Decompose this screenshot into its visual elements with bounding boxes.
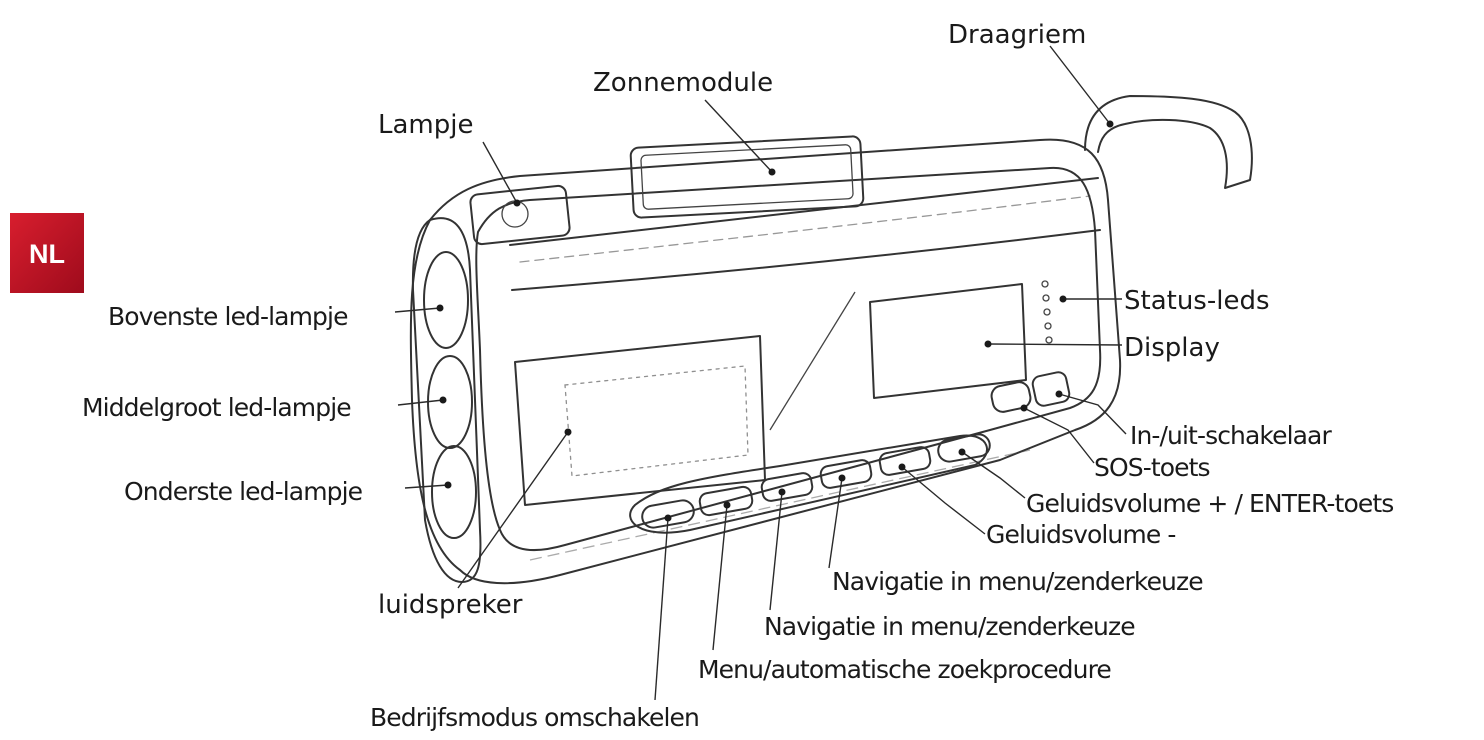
solar-module-inner	[640, 144, 854, 210]
label-luidspreker: luidspreker	[378, 590, 523, 620]
mode-button	[641, 499, 695, 529]
speaker-panel	[514, 335, 766, 506]
callout-labels: Draagriem Zonnemodule Lampje Bovenste le…	[82, 20, 1394, 732]
sos-button	[990, 381, 1032, 413]
vent-band-top	[509, 177, 1099, 246]
display-screen	[869, 283, 1027, 399]
label-draagriem: Draagriem	[948, 20, 1086, 50]
leader-zonnemodule	[704, 99, 773, 173]
label-aan-uit: In-/uit-schakelaar	[1130, 421, 1332, 450]
radio-device-illustration	[409, 95, 1253, 585]
label-volume-min: Geluidsvolume -	[986, 520, 1175, 549]
label-bovenste-led: Bovenste led-lampje	[108, 302, 348, 331]
carrying-strap	[1084, 95, 1253, 189]
top-lamp	[469, 184, 571, 246]
device-end-panel	[411, 217, 482, 583]
leader-bedrijfsmodus	[654, 517, 669, 701]
leader-draagriem	[1049, 45, 1111, 125]
leader-nav-1	[828, 477, 843, 569]
volume-up-button	[937, 433, 991, 463]
device-front-frame	[475, 166, 1102, 551]
label-menu: Menu/automatische zoekprocedure	[698, 655, 1111, 684]
lower-led	[431, 445, 477, 539]
top-vent-row	[519, 195, 1091, 263]
leader-onderste-led	[404, 484, 449, 489]
language-badge: NL	[10, 213, 84, 293]
label-onderste-led: Onderste led-lampje	[124, 477, 363, 506]
label-nav-2: Navigatie in menu/zenderkeuze	[764, 612, 1135, 641]
leader-lampje	[482, 141, 518, 204]
label-bedrijfsmodus: Bedrijfsmodus omschakelen	[370, 703, 699, 732]
leader-luidspreker	[457, 431, 569, 589]
language-badge-label: NL	[29, 239, 65, 269]
leader-bovenste-led	[394, 307, 441, 313]
label-nav-1: Navigatie in menu/zenderkeuze	[832, 567, 1203, 596]
leader-aan-uit	[1058, 393, 1127, 435]
leader-middelgroot-led	[397, 399, 444, 406]
upper-led	[423, 251, 469, 349]
label-volume-plus: Geluidsvolume + / ENTER-toets	[1026, 489, 1393, 518]
nav-down-button	[760, 472, 814, 502]
status-led-column	[1041, 280, 1053, 344]
leader-menu	[712, 504, 728, 651]
language-badge-box	[10, 213, 84, 293]
label-status-leds: Status-leds	[1124, 286, 1270, 316]
label-lampje: Lampje	[378, 110, 473, 140]
label-zonnemodule: Zonnemodule	[593, 68, 773, 98]
button-strip	[629, 434, 988, 534]
leader-volume-min	[901, 466, 986, 535]
face-crease	[769, 291, 856, 431]
solar-module	[629, 135, 865, 219]
device-body	[409, 138, 1122, 585]
power-button	[1031, 371, 1071, 407]
vent-band-bottom	[511, 229, 1101, 291]
middle-led	[427, 355, 473, 449]
label-display: Display	[1124, 333, 1220, 363]
leader-lines	[394, 45, 1127, 701]
label-sos: SOS-toets	[1094, 453, 1210, 482]
label-middelgroot-led: Middelgroot led-lampje	[82, 393, 351, 422]
menu-button	[698, 485, 754, 517]
leader-nav-2	[769, 491, 783, 611]
volume-down-button	[878, 446, 932, 476]
leader-sos	[1023, 407, 1095, 464]
leader-display	[987, 343, 1123, 346]
leader-volume-plus	[961, 451, 1026, 499]
nav-up-button	[819, 459, 873, 489]
speaker-grille	[564, 365, 749, 477]
